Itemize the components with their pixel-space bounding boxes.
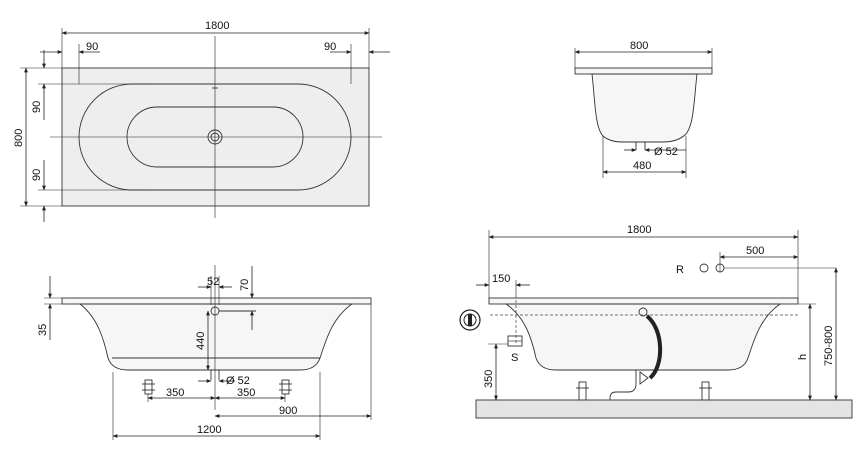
dim-total-height: 750-800 — [823, 326, 835, 366]
dim-inner-length: 1200 — [197, 424, 221, 436]
install-foot-left — [576, 381, 589, 401]
dim-foot-right: 350 — [237, 387, 255, 399]
foot-right — [279, 379, 292, 395]
dim-right-edge: 90 — [324, 41, 336, 53]
dim-half-length: 900 — [279, 405, 297, 417]
dim-offset: 150 — [492, 273, 510, 285]
dim-length-top: 1800 — [205, 20, 229, 32]
dim-bottom-edge: 90 — [31, 169, 43, 181]
front-view: 52 70 35 440 Ø 52 350 350 900 1200 — [37, 265, 372, 440]
siphon — [609, 370, 637, 400]
front-rim — [61, 297, 372, 305]
install-body — [504, 303, 782, 371]
dim-overflow-dia: 52 — [207, 276, 219, 288]
dim-inner-height: h — [797, 354, 809, 360]
install-foot-right — [699, 381, 712, 401]
valve-left-icon — [699, 263, 709, 273]
dim-valve-span: 500 — [746, 245, 764, 257]
dim-drain-dia: Ø 52 — [226, 375, 250, 387]
dim-foot-left: 350 — [166, 387, 184, 399]
dim-siphon-height: 350 — [483, 370, 495, 388]
dim-end-base: 480 — [633, 160, 651, 172]
dim-top-edge: 90 — [31, 101, 43, 113]
dim-end-drain: Ø 52 — [654, 146, 678, 158]
dim-width-top: 800 — [13, 129, 25, 147]
dim-rim-thickness: 35 — [37, 324, 49, 336]
dim-left-edge: 90 — [86, 41, 98, 53]
install-view: 1800 500 R 150 S 350 h 750-800 — [459, 224, 853, 419]
end-rim — [574, 67, 713, 75]
dim-install-length: 1800 — [627, 224, 651, 236]
overflow-hose — [645, 314, 663, 380]
end-view: 800 Ø 52 480 — [574, 40, 713, 178]
install-overflow — [638, 307, 648, 317]
install-rim — [488, 297, 799, 305]
dim-overflow-height: 440 — [195, 332, 207, 350]
top-view: 1800 90 90 800 90 90 — [13, 20, 390, 222]
valve-label: R — [676, 264, 684, 276]
siphon-icon — [459, 309, 481, 331]
siphon-label: S — [511, 352, 518, 364]
front-body — [78, 303, 354, 371]
dim-overflow-offset: 70 — [239, 279, 251, 291]
foot-left — [142, 379, 155, 395]
floor — [475, 399, 853, 419]
dim-end-width: 800 — [630, 40, 648, 52]
end-body — [591, 73, 698, 143]
